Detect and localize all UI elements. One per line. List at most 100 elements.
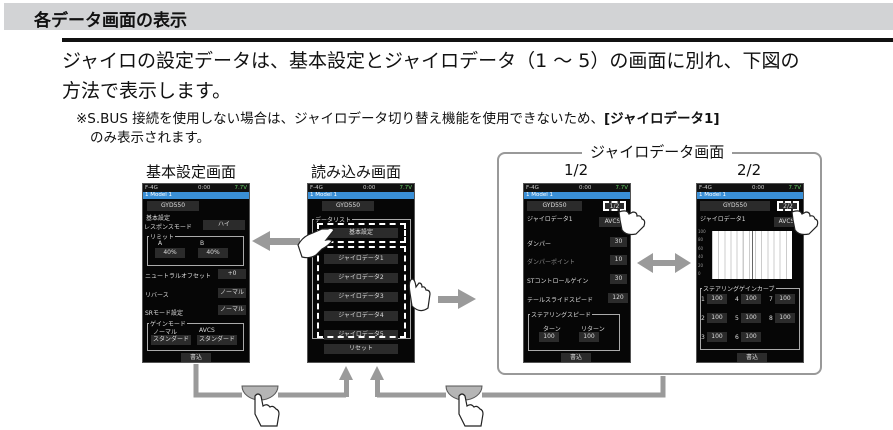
normal-label: ノーマル [153, 329, 178, 336]
b-label: B [200, 240, 205, 247]
arrow-up-icon [370, 366, 384, 397]
note-text: ※S.BUS 接続を使用しない場合は、ジャイロデータ切り替え機能を使用できないた… [76, 111, 604, 127]
pointing-hand-icon [254, 210, 819, 427]
mode-button[interactable]: AVCS [599, 217, 626, 227]
damper-button[interactable]: 30 [610, 237, 627, 247]
gyro-name: ジャイロデータ1 [700, 216, 746, 223]
note-bold: [ジャイロデータ1] [604, 111, 720, 127]
limit-b-button[interactable]: 40% [198, 248, 228, 258]
avcs-label: AVCS [199, 327, 215, 334]
gyro-data-3-button[interactable]: ジャイロデータ3 [324, 292, 398, 302]
write-button[interactable]: 書込 [737, 353, 767, 362]
gain-curve-graph[interactable] [712, 231, 792, 279]
return-label: リターン [581, 326, 605, 333]
section-title: 各データ画面の表示 [34, 11, 187, 31]
reset-button[interactable]: リセット [324, 344, 398, 354]
point-6-button[interactable]: 100 [741, 332, 761, 342]
point-number: 2 [701, 315, 705, 322]
gyro-data-4-button[interactable]: ジャイロデータ4 [324, 311, 398, 321]
gyro-data-2-button[interactable]: ジャイロデータ2 [324, 273, 398, 283]
point-8-button[interactable]: 100 [775, 313, 795, 323]
limit-group [147, 236, 244, 266]
gyro-data-1-button[interactable]: ジャイロデータ1 [324, 254, 398, 264]
st-button[interactable]: 30 [610, 274, 627, 284]
gyro-data-5-button[interactable]: ジャイロデータ5 [324, 330, 398, 340]
response-label: レスポンスモード [144, 224, 192, 231]
basic-settings-button[interactable]: 基本設定 [324, 228, 398, 238]
divider [62, 38, 893, 42]
write-button[interactable]: 書込 [561, 353, 591, 362]
page-label-2: 2/2 [737, 161, 762, 179]
section-header: 各データ画面の表示 [4, 3, 893, 31]
response-button[interactable]: ハイ [203, 220, 245, 230]
mode-button[interactable]: AVCS [774, 217, 799, 227]
gyro-group-label: ジャイロデータ画面 [582, 141, 733, 162]
limit-label: リミット [149, 232, 176, 241]
heading: 基本設定 [146, 215, 171, 222]
gyro-name: ジャイロデータ1 [527, 216, 573, 223]
tail-button[interactable]: 120 [608, 293, 628, 303]
point-7-button[interactable]: 100 [775, 294, 795, 304]
model-bar: 1 Model 1 [308, 192, 414, 199]
page-toggle-button[interactable]: 2/2 [777, 201, 799, 211]
device-name: GYD550 [527, 201, 582, 211]
load-screen-label: 読み込み画面 [311, 163, 402, 181]
gain-group [147, 323, 244, 351]
note-line-1: ※S.BUS 接続を使用しない場合は、ジャイロデータ切り替え機能を使用できないた… [76, 107, 720, 127]
device-name: GYD550 [700, 201, 770, 211]
device-name: GYD550 [147, 201, 199, 211]
model-bar: 1 Model 1 [524, 192, 630, 199]
point-5-button[interactable]: 100 [741, 313, 761, 323]
point-number: 7 [769, 296, 773, 303]
sr-label: SRモード設定 [145, 310, 183, 317]
tail-label: テールスライドスピード [527, 297, 594, 304]
point-2-button[interactable]: 100 [707, 313, 727, 323]
avcs-gain-button[interactable]: スタンダード [197, 335, 237, 345]
reverse-label: リバース [145, 292, 169, 299]
arrow-right-icon [438, 289, 476, 309]
highlight-box [317, 246, 406, 338]
point-number: 1 [701, 296, 705, 303]
point-3-button[interactable]: 100 [707, 332, 727, 342]
double-arrow-icon [637, 253, 691, 273]
point-1-button[interactable]: 100 [707, 294, 727, 304]
point-number: 5 [735, 315, 739, 322]
damper-point-button[interactable]: 10 [610, 255, 627, 265]
intro-line-1: ジャイロの設定データは、基本設定とジャイロデータ（1 ～ 5）の画面に別れ、下図… [62, 50, 800, 72]
device-name: GYD550 [322, 201, 374, 211]
sr-button[interactable]: ノーマル [218, 305, 246, 315]
note-line-2: のみ表示されます。 [90, 130, 211, 146]
a-label: A [158, 240, 163, 247]
arrow-up-icon [339, 366, 353, 397]
page-toggle-button[interactable]: 1/2 [603, 201, 626, 211]
point-4-button[interactable]: 100 [741, 294, 761, 304]
model-bar: 1 Model 1 [697, 192, 803, 199]
point-number: 8 [769, 315, 773, 322]
model-bar: 1 Model 1 [143, 192, 249, 199]
intro-line-2: 方法で表示します。 [62, 80, 232, 102]
gain-curve-label: ステアリングゲインカーブ [702, 284, 776, 293]
point-number: 6 [735, 334, 739, 341]
write-button[interactable]: 書込 [181, 353, 211, 362]
arrow-left-icon [252, 231, 300, 251]
basic-screen-label: 基本設定画面 [146, 163, 237, 181]
data-list-label: データリスト [314, 215, 353, 224]
neutral-button[interactable]: +0 [218, 269, 246, 279]
limit-a-button[interactable]: 40% [155, 248, 185, 258]
return-button[interactable]: 100 [579, 332, 599, 342]
steering-speed-label: ステアリングスピード [530, 310, 593, 319]
turn-label: ターン [543, 326, 561, 333]
turn-button[interactable]: 100 [539, 332, 559, 342]
normal-gain-button[interactable]: スタンダード [151, 335, 191, 345]
reverse-button[interactable]: ノーマル [218, 288, 246, 298]
neutral-label: ニュートラルオフセット [145, 273, 212, 280]
gain-label: ゲインモード [149, 319, 187, 328]
